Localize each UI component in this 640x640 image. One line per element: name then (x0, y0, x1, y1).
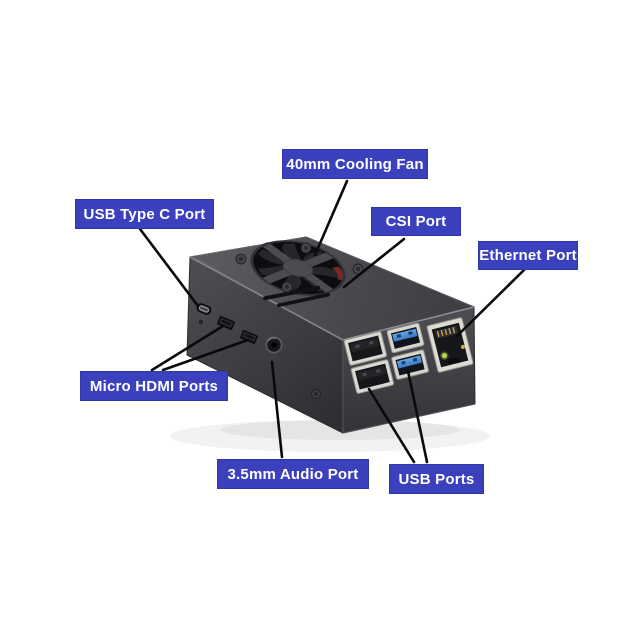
label-40mm-cooling-fan: 40mm Cooling Fan (282, 149, 428, 179)
label-micro-hdmi-ports: Micro HDMI Ports (80, 371, 228, 401)
label-ethernet-port: Ethernet Port (478, 241, 578, 270)
usb3-port-top (386, 322, 425, 354)
ethernet-led-green (441, 353, 448, 359)
callout-lines (138, 179, 526, 464)
line-audio (270, 360, 284, 459)
line-usb-ports-1 (367, 387, 416, 464)
case-screws (197, 242, 364, 399)
line-usb-type-c (138, 227, 200, 308)
usb-type-c-port (195, 302, 213, 316)
micro-hdmi-port-1 (216, 315, 236, 331)
usb2-port-bottom (350, 359, 395, 394)
usb3-port-bottom (391, 349, 429, 380)
usb3-ports (386, 322, 429, 380)
usb2-port-top (343, 331, 388, 366)
line-micro-hdmi-1 (150, 324, 225, 372)
usb2-ports (343, 331, 395, 394)
ethernet-led-amber (460, 344, 465, 349)
label-csi-port: CSI Port (371, 207, 461, 236)
line-usb-ports-2 (406, 369, 429, 464)
line-micro-hdmi-2 (161, 338, 250, 372)
line-csi-port (342, 237, 406, 289)
label-usb-ports: USB Ports (389, 464, 484, 494)
audio-jack (265, 336, 283, 354)
fan-red-glint (331, 266, 344, 280)
label-usb-type-c-port: USB Type C Port (75, 199, 214, 229)
label-audio-port: 3.5mm Audio Port (217, 459, 369, 489)
line-cooling-fan (313, 179, 349, 257)
csi-slot (262, 285, 330, 308)
line-ethernet (455, 268, 526, 338)
